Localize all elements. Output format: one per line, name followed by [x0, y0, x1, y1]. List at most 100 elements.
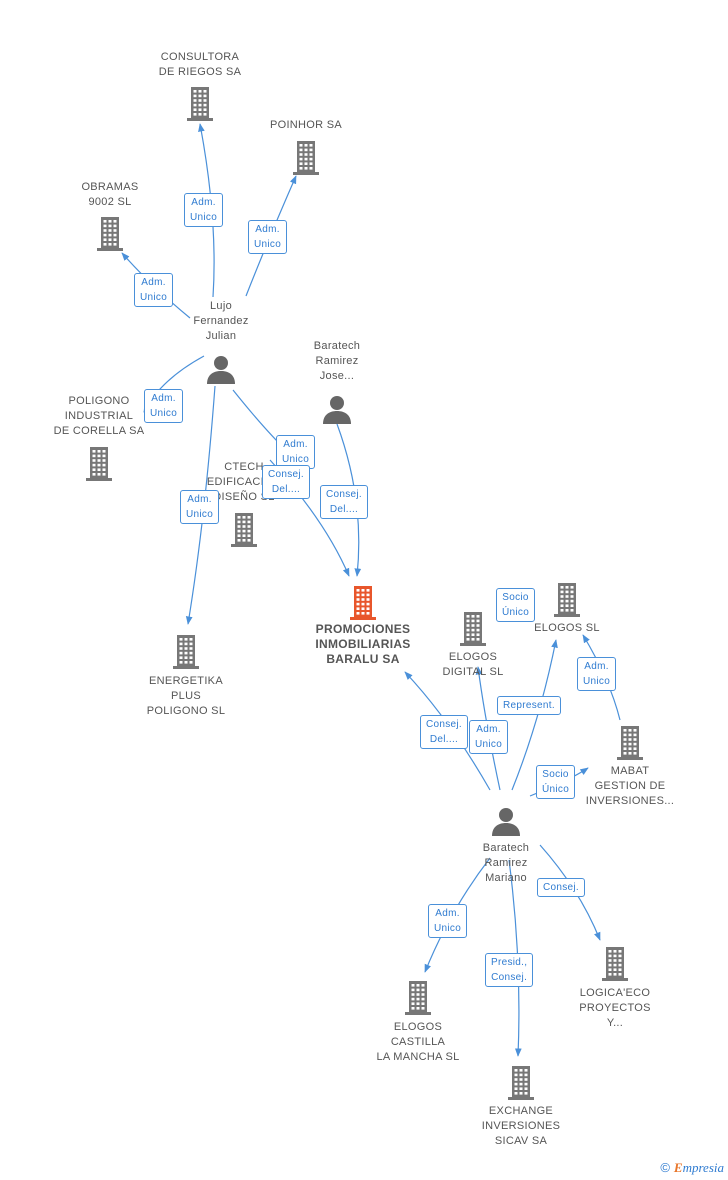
- node-label-line: POINHOR SA: [269, 119, 343, 131]
- role-label-line: Del....: [271, 484, 301, 495]
- brand-rest: mpresia: [682, 1160, 724, 1175]
- node-label-line: PLUS: [171, 690, 201, 702]
- role-label-lujo-to-poinhor[interactable]: Adm.Unico: [248, 220, 288, 254]
- role-label-lujo-to-obramas[interactable]: Adm. Unico: [134, 273, 174, 307]
- role-label-line: Unico: [254, 239, 282, 250]
- node-label-line: LOGICA'ECO: [579, 987, 651, 999]
- node-baratech_mariano[interactable]: [489, 806, 523, 838]
- edge-baratech_mariano-to-elogos_sl: [511, 639, 558, 791]
- node-mabat[interactable]: [613, 725, 647, 761]
- node-label-line: CONSULTORA: [160, 51, 240, 63]
- node-label-line: Ramirez: [484, 857, 528, 869]
- building-icon: [97, 217, 123, 251]
- role-label-line: Adm.: [191, 197, 216, 208]
- node-logicaeco[interactable]: [598, 946, 632, 982]
- node-elogos_sl[interactable]: [550, 582, 584, 618]
- node-label-line: CTECH: [224, 461, 264, 473]
- building-icon: [350, 586, 376, 620]
- role-label-line: Adm.: [283, 439, 308, 450]
- role-label-line: Adm.: [141, 277, 166, 288]
- node-elogos_digital[interactable]: [456, 611, 490, 647]
- role-label-line: Del....: [429, 734, 459, 745]
- node-label-line: OBRAMAS: [81, 181, 139, 193]
- node-baratech_jose[interactable]: [320, 394, 354, 426]
- node-label-line: ENERGETIKA: [149, 675, 223, 687]
- node-label-elogos_sl[interactable]: ELOGOS SL: [492, 621, 642, 636]
- building-icon: [617, 726, 643, 760]
- node-label-line: POLIGONO SL: [146, 705, 226, 717]
- role-label-line: Consej.: [268, 469, 305, 480]
- node-label-line: LA MANCHA SL: [376, 1051, 460, 1063]
- node-label-line: Lujo: [210, 300, 232, 312]
- node-exchange[interactable]: [504, 1065, 538, 1101]
- node-obramas[interactable]: [93, 216, 127, 252]
- node-consultora[interactable]: [183, 86, 217, 122]
- role-label-lujo-to-poligono[interactable]: Adm.Unico: [144, 389, 184, 423]
- role-label-line: Unico: [140, 292, 168, 303]
- role-label-lujo-to-promociones[interactable]: Consej. Del....: [262, 465, 311, 499]
- role-label-baratech_mariano-to-elogos_digital[interactable]: Adm.Unico: [469, 720, 509, 754]
- node-label-line: ELOGOS: [393, 1021, 443, 1033]
- node-ctech[interactable]: [227, 512, 261, 548]
- role-label-baratech_mariano-to-logicaeco[interactable]: Consej.: [537, 878, 586, 897]
- role-label-line: Presid.,: [491, 957, 528, 968]
- node-label-line: POLIGONO: [68, 395, 130, 407]
- role-label-line: Represent.: [503, 700, 555, 711]
- node-label-line: BARALU SA: [326, 652, 400, 666]
- node-label-line: INMOBILIARIAS: [315, 637, 411, 651]
- role-label-baratech_jose-to-promociones[interactable]: Consej. Del....: [320, 485, 369, 519]
- role-label-lujo-to-consultora[interactable]: Adm.Unico: [184, 193, 224, 227]
- role-label-baratech_mariano-to-elogos_castilla[interactable]: Adm.Unico: [428, 904, 468, 938]
- role-label-line: Consej.: [426, 719, 463, 730]
- role-label-baratech_mariano-to-elogos_sl[interactable]: Represent.: [497, 696, 561, 715]
- node-elogos_castilla[interactable]: [401, 980, 435, 1016]
- building-icon: [405, 981, 431, 1015]
- node-label-line: Julian: [205, 330, 237, 342]
- role-label-line: Adm.: [151, 393, 176, 404]
- node-lujo[interactable]: [204, 354, 238, 386]
- building-icon: [602, 947, 628, 981]
- building-icon: [86, 447, 112, 481]
- node-poinhor[interactable]: [289, 140, 323, 176]
- node-energetika[interactable]: [169, 634, 203, 670]
- person-icon: [207, 356, 235, 384]
- empresia-watermark[interactable]: ©Empresia: [660, 1160, 724, 1176]
- node-poligono[interactable]: [82, 446, 116, 482]
- role-label-lujo-to-energetika[interactable]: Adm.Unico: [180, 490, 220, 524]
- building-icon: [293, 141, 319, 175]
- role-label-mabat-to-elogos_sl[interactable]: Adm.Unico: [577, 657, 617, 691]
- role-label-line: Consej.: [326, 489, 363, 500]
- node-label-poinhor[interactable]: POINHOR SA: [231, 118, 381, 133]
- building-icon: [231, 513, 257, 547]
- role-label-lujo-to-ctech[interactable]: Adm.Unico: [276, 435, 316, 469]
- role-label-baratech_mariano-to-promociones[interactable]: Consej. Del....: [420, 715, 469, 749]
- node-promociones[interactable]: [346, 585, 380, 621]
- role-label-baratech_mariano-to-exchange[interactable]: Presid.,Consej.: [485, 953, 534, 987]
- node-label-line: MABAT: [610, 765, 650, 777]
- role-label-line: Socio: [502, 592, 529, 603]
- building-icon: [460, 612, 486, 646]
- person-icon: [323, 396, 351, 424]
- building-icon: [187, 87, 213, 121]
- role-label-line: Del....: [329, 504, 359, 515]
- building-icon: [508, 1066, 534, 1100]
- node-label-line: ELOGOS: [448, 651, 498, 663]
- node-label-line: Y...: [606, 1017, 624, 1029]
- role-label-line: Unico: [475, 739, 503, 750]
- node-label-energetika[interactable]: ENERGETIKA PLUS POLIGONO SL: [111, 674, 261, 719]
